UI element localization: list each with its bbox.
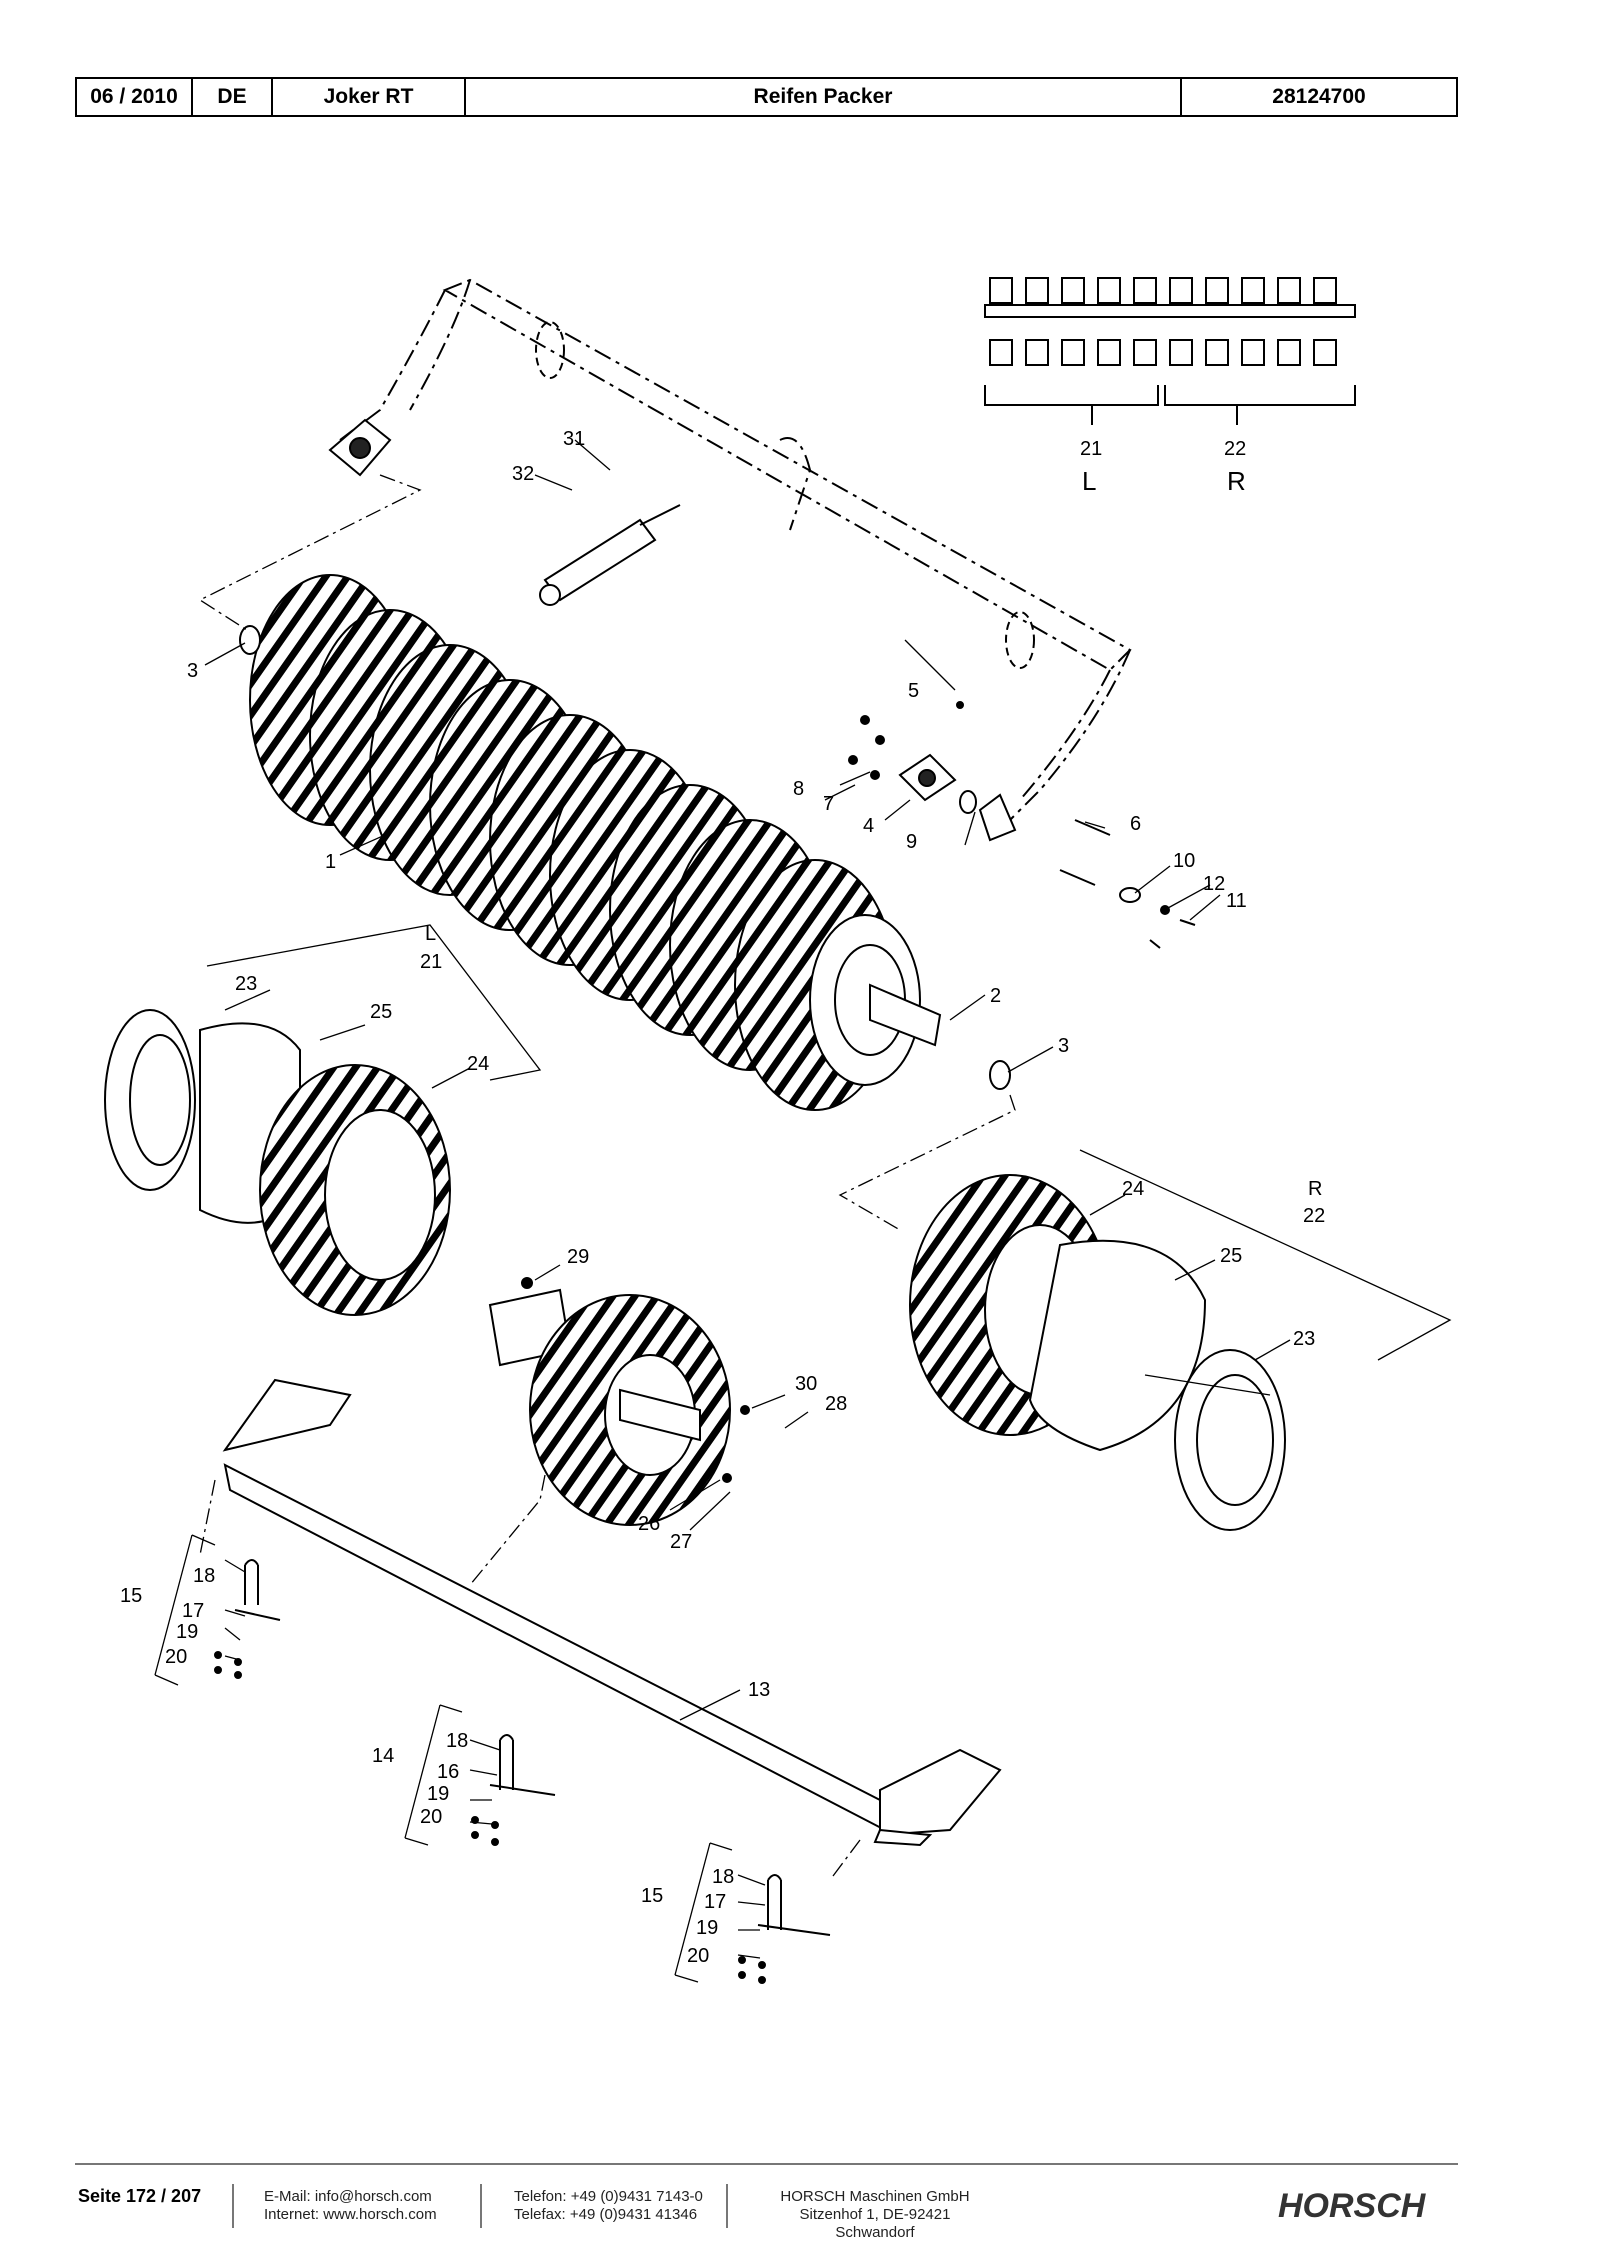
single-tyre-with-hub [488, 1277, 750, 1526]
bearing-housing-left [328, 418, 392, 477]
callout-4: 4 [863, 815, 874, 837]
scraper-clamp-set-3 [738, 1874, 831, 1984]
callout-1: 1 [325, 851, 336, 873]
bearing-part-4 [848, 701, 977, 814]
scraper-bar [222, 1378, 1002, 1847]
frame-outline [339, 278, 1132, 821]
callout-23: 23 [1293, 1328, 1315, 1350]
callout-31: 31 [563, 428, 585, 450]
callout-22: 22 [1303, 1205, 1325, 1227]
assembly-group-brackets [154, 924, 1452, 1983]
header-doc-number: 28124700 [1272, 85, 1366, 108]
scraper-clamp-set-1 [214, 1559, 281, 1679]
callout-21: 21 [420, 951, 442, 973]
footer-email: E-Mail: info@horsch.com [264, 2188, 432, 2205]
header-model: Joker RT [273, 79, 466, 115]
overview-inset [984, 277, 1356, 425]
callout-14: 14 [372, 1745, 394, 1767]
callout-10: 10 [1173, 850, 1195, 872]
callout-25: 25 [370, 1001, 392, 1023]
footer-phone: Telefon: +49 (0)9431 7143-0 [514, 2188, 703, 2205]
header-table: 06 / 2010 DE Joker RT Reifen Packer 2812… [75, 77, 1458, 117]
callout-6: 6 [1130, 813, 1141, 835]
callout-32: 32 [512, 463, 534, 485]
callout-23: 23 [235, 973, 257, 995]
callout-labels: 1 2 3 3 4 5 6 7 8 9 10 11 12 13 14 15 15… [120, 428, 1325, 1967]
callout-18: 18 [446, 1730, 468, 1752]
callout-12: 12 [1203, 873, 1225, 895]
horsch-logo: HORSCH [1278, 2187, 1427, 2225]
footer-company-block: HORSCH Maschinen GmbH Sitzenhof 1, DE-92… [760, 2188, 990, 2242]
footer-divider [75, 2163, 1458, 2165]
callout-27: 27 [670, 1531, 692, 1553]
footer-contact-web: E-Mail: info@horsch.com Internet: www.ho… [264, 2188, 437, 2224]
callout-20: 20 [687, 1945, 709, 1967]
callout-21: 21 [1080, 438, 1102, 460]
header-title: Reifen Packer [466, 79, 1182, 115]
callout-7: 7 [823, 793, 834, 815]
callout-17: 17 [182, 1600, 204, 1622]
callout-26: 26 [638, 1513, 660, 1535]
footer-separator [726, 2184, 728, 2228]
tyre-packer-assembly [249, 574, 942, 1111]
callout-22: 22 [1224, 438, 1246, 460]
callout-24: 24 [1122, 1178, 1144, 1200]
header-language: DE [193, 79, 273, 115]
callout-30: 30 [795, 1373, 817, 1395]
callout-19: 19 [176, 1621, 198, 1643]
callout-15: 15 [120, 1585, 142, 1607]
frame-bracket-hardware [978, 793, 1196, 949]
footer-internet: Internet: www.horsch.com [264, 2206, 437, 2223]
callout-28: 28 [825, 1393, 847, 1415]
callout-5: 5 [908, 680, 919, 702]
callout-8: 8 [793, 778, 804, 800]
callout-9: 9 [906, 831, 917, 853]
hydraulic-cylinder [539, 504, 681, 606]
callout-20: 20 [420, 1806, 442, 1828]
wheel-assembly-left [104, 1009, 451, 1316]
footer-company: HORSCH Maschinen GmbH [780, 2188, 970, 2205]
label-right-side: R [1308, 1178, 1322, 1200]
callout-25: 25 [1220, 1245, 1242, 1267]
callout-3: 3 [1058, 1035, 1069, 1057]
horsch-logo-text: HORSCH [1278, 2187, 1427, 2225]
footer-address: Sitzenhof 1, DE-92421 Schwandorf [799, 2206, 951, 2241]
header-date: 06 / 2010 [77, 79, 193, 115]
page-number: Seite 172 / 207 [78, 2186, 202, 2206]
callout-24: 24 [467, 1053, 489, 1075]
callout-19: 19 [427, 1783, 449, 1805]
callout-leader-lines [204, 439, 1291, 1959]
label-left-side: L [425, 923, 436, 945]
callout-18: 18 [193, 1565, 215, 1587]
callout-19: 19 [696, 1917, 718, 1939]
footer-contact-phone: Telefon: +49 (0)9431 7143-0 Telefax: +49… [514, 2188, 703, 2224]
callout-13: 13 [748, 1679, 770, 1701]
footer-separator [480, 2184, 482, 2228]
callout-15: 15 [641, 1885, 663, 1907]
label-right-side: R [1227, 466, 1246, 496]
footer-fax: Telefax: +49 (0)9431 41346 [514, 2206, 698, 2223]
callout-20: 20 [165, 1646, 187, 1668]
scraper-clamp-set-2 [471, 1734, 556, 1846]
callout-3: 3 [187, 660, 198, 682]
ring-part-3 [239, 625, 1011, 1090]
label-left-side: L [1082, 466, 1096, 496]
callout-16: 16 [437, 1761, 459, 1783]
callout-18: 18 [712, 1866, 734, 1888]
wheel-assembly-right [909, 1174, 1286, 1531]
footer-separator [232, 2184, 234, 2228]
callout-11: 11 [1226, 890, 1247, 912]
callout-29: 29 [567, 1246, 589, 1268]
callout-2: 2 [990, 985, 1001, 1007]
assembly-dashed-lines [198, 474, 1016, 1881]
callout-17: 17 [704, 1891, 726, 1913]
